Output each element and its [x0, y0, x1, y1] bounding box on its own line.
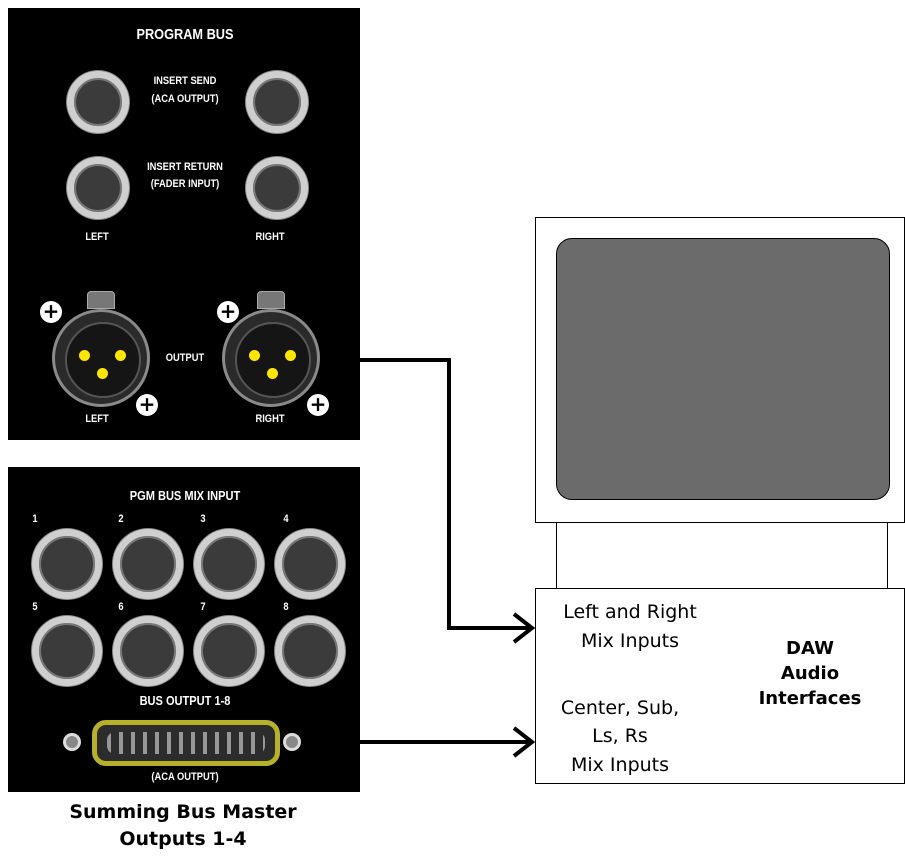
daw-interface-box	[535, 588, 905, 784]
jack-number: 3	[200, 513, 206, 525]
xlr-pin	[79, 350, 90, 361]
caption-line-2: Outputs 1-4	[119, 828, 247, 850]
center-label-line-3: Mix Inputs	[570, 754, 670, 776]
jack-number: 4	[283, 513, 289, 525]
left-right-connection-line	[360, 358, 530, 630]
mix-input-jack-1[interactable]	[32, 529, 102, 599]
monitor-stand	[556, 522, 888, 589]
monitor-screen	[556, 238, 890, 500]
bus-output-label: BUS OUTPUT 1-8	[139, 693, 231, 708]
plus-icon: +	[40, 301, 62, 323]
mix-input-jack-2[interactable]	[113, 529, 183, 599]
xlr-pin	[115, 350, 126, 361]
plus-icon: +	[217, 301, 239, 323]
xlr-right-latch[interactable]	[257, 291, 285, 309]
right-label: RIGHT	[255, 231, 285, 243]
insert-return-left-jack[interactable]	[67, 157, 129, 219]
output-label: OUTPUT	[165, 352, 205, 364]
jack-number: 5	[32, 601, 38, 613]
center-label-line-1: Center, Sub,	[560, 697, 680, 719]
daw-title-line-3: Interfaces	[758, 688, 862, 709]
xlr-left-label: LEFT	[85, 413, 109, 425]
xlr-right-label: RIGHT	[255, 413, 285, 425]
caption-line-1: Summing Bus Master	[69, 801, 297, 823]
xlr-pin	[285, 350, 296, 361]
arrow-right-icon	[512, 612, 536, 644]
daw-title-line-2: Audio	[780, 663, 840, 684]
left-label: LEFT	[85, 231, 109, 243]
jack-number: 6	[118, 601, 124, 613]
plus-icon: +	[307, 394, 329, 416]
dsub-pins	[107, 732, 265, 754]
xlr-pin	[267, 368, 278, 379]
dsub-left-screw	[63, 733, 81, 751]
jack-number: 7	[200, 601, 206, 613]
plus-icon: +	[136, 394, 158, 416]
xlr-pin	[97, 368, 108, 379]
xlr-right-connector[interactable]	[222, 309, 320, 407]
center-label-line-2: Ls, Rs	[592, 725, 648, 747]
insert-send-sub-label: (ACA OUTPUT)	[151, 93, 219, 105]
mix-input-jack-3[interactable]	[194, 529, 264, 599]
daw-title-line-1: DAW	[786, 638, 834, 659]
left-right-label-line-2: Mix Inputs	[580, 630, 680, 652]
insert-return-label: INSERT RETURN	[147, 161, 223, 173]
mix-input-jack-7[interactable]	[194, 616, 264, 686]
aca-output-label: (ACA OUTPUT)	[151, 771, 219, 783]
program-bus-title: PROGRAM BUS	[136, 26, 234, 43]
mix-input-jack-6[interactable]	[113, 616, 183, 686]
insert-send-label: INSERT SEND	[153, 75, 217, 87]
insert-send-left-jack[interactable]	[67, 71, 129, 133]
xlr-left-latch[interactable]	[87, 291, 115, 309]
insert-send-right-jack[interactable]	[246, 71, 308, 133]
dsub-connector[interactable]	[92, 720, 280, 766]
insert-return-sub-label: (FADER INPUT)	[150, 178, 220, 190]
left-right-label-line-1: Left and Right	[563, 601, 697, 623]
xlr-left-face	[65, 322, 141, 398]
mix-input-jack-4[interactable]	[275, 529, 345, 599]
jack-number: 2	[118, 513, 124, 525]
arrow-right-icon	[512, 726, 536, 758]
mix-input-jack-5[interactable]	[32, 616, 102, 686]
mix-input-title: PGM BUS MIX INPUT	[129, 488, 241, 503]
mix-input-jack-8[interactable]	[275, 616, 345, 686]
xlr-left-connector[interactable]	[52, 309, 150, 407]
xlr-pin	[249, 350, 260, 361]
jack-number: 8	[283, 601, 289, 613]
jack-number: 1	[32, 513, 38, 525]
dsub-right-screw	[283, 733, 301, 751]
xlr-right-face	[235, 322, 311, 398]
insert-return-right-jack[interactable]	[246, 157, 308, 219]
